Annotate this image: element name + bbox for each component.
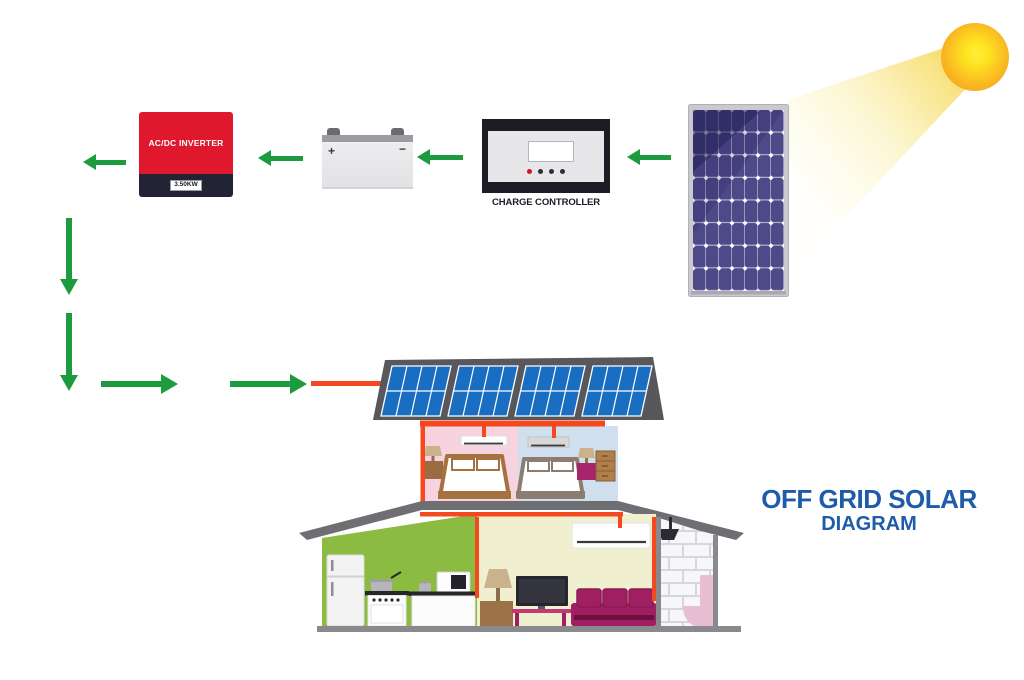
arrow-down-2	[60, 313, 78, 391]
arrow-panel-to-controller	[627, 149, 671, 165]
charge-controller	[482, 119, 610, 193]
living-room-furniture	[480, 522, 657, 626]
pv-module-icon	[688, 104, 789, 297]
title-line-1: OFF GRID SOLAR	[761, 484, 977, 514]
bathroom-fixtures	[657, 517, 714, 626]
bedroom-right	[516, 426, 618, 503]
battery-plus-sign: +	[328, 144, 336, 158]
inverter-power-badge: 3.50KW	[170, 180, 202, 191]
inverter-red-face: AC/DC INVERTER	[139, 112, 233, 174]
charge-controller-leds	[488, 169, 604, 174]
arrow-right-1	[101, 374, 178, 394]
led-dark	[560, 169, 565, 174]
walls-and-wiring-ground	[317, 512, 741, 632]
kitchen-appliances	[326, 554, 478, 627]
inverter: AC/DC INVERTER 3.50KW	[139, 112, 233, 197]
roof-solar-array	[373, 357, 664, 420]
arrow-battery-to-inverter	[258, 150, 303, 166]
wiring-upper-floor	[420, 420, 605, 503]
arrow-right-2	[230, 374, 307, 394]
battery-terminal-negative	[391, 128, 404, 136]
led-dark	[538, 169, 543, 174]
sun-icon	[941, 23, 1009, 91]
battery-terminal-positive	[327, 128, 340, 136]
arrow-inverter-output	[83, 154, 126, 170]
led-red	[527, 169, 532, 174]
diagram-title: OFF GRID SOLAR DIAGRAM	[758, 484, 980, 536]
mid-roof	[299, 501, 744, 540]
charge-controller-label: CHARGE CONTROLLER	[491, 197, 601, 208]
arrow-controller-to-battery	[417, 149, 463, 165]
wire-to-house	[311, 381, 386, 386]
inverter-base: 3.50KW	[139, 174, 233, 197]
title-line-2: DIAGRAM	[821, 513, 917, 536]
bathroom-brick-wall	[656, 517, 713, 626]
solar-panel	[688, 104, 789, 297]
led-dark	[549, 169, 554, 174]
battery-minus-sign: −	[398, 142, 406, 156]
charge-controller-faceplate	[488, 131, 604, 182]
arrow-down-1	[60, 218, 78, 295]
inverter-label: AC/DC INVERTER	[148, 138, 224, 148]
bedroom-left	[423, 426, 518, 503]
battery-top-strip	[322, 135, 413, 142]
battery: + −	[322, 128, 413, 189]
charge-controller-display	[528, 141, 574, 162]
battery-body	[322, 142, 413, 189]
